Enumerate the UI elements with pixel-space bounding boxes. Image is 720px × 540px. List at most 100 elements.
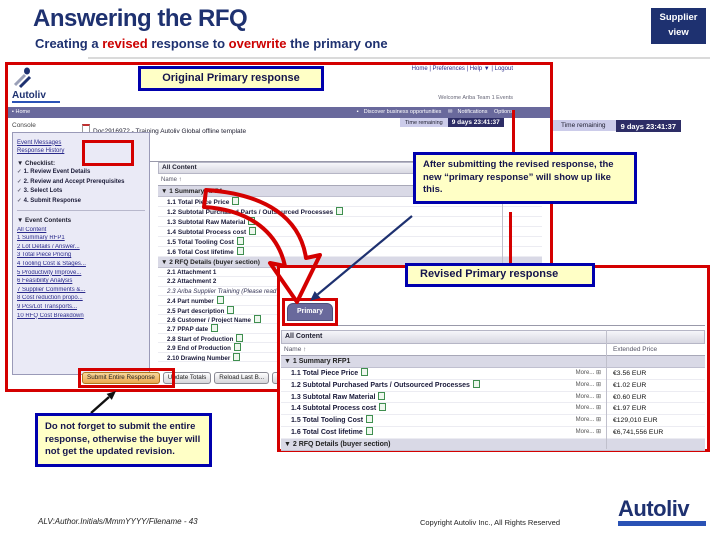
expand-icon[interactable]: ⊞	[595, 417, 601, 424]
table-row[interactable]: 1.2 Subtotal Purchased Parts / Outsource…	[281, 379, 705, 392]
primary-tab-highlight-2	[282, 298, 338, 326]
table-row[interactable]: 1.4 Subtotal Process cost	[158, 227, 542, 237]
sidebar-item-8[interactable]: 8 Cost reduction propo...	[17, 295, 83, 302]
sidebar-contents-title[interactable]: ▼ Event Contents	[17, 217, 72, 224]
black-arrow-line	[90, 396, 110, 414]
footer-reference: ALV:Author.Initials/MmmYYYY/Filename - 4…	[38, 517, 198, 526]
spreadsheet-icon[interactable]	[361, 368, 369, 376]
sidebar-item-3[interactable]: 3 Total Piece Pricing	[17, 252, 72, 259]
discover-icon: ▪	[356, 109, 359, 115]
expand-icon[interactable]: ⊞	[595, 428, 601, 435]
table-row[interactable]: 1.5 Total Tooling Cost	[158, 237, 542, 247]
spreadsheet-icon[interactable]	[378, 391, 386, 400]
more-link[interactable]: More... ⊞	[575, 393, 601, 400]
sidebar-item-1[interactable]: 1 Summary RFP1	[17, 235, 65, 242]
spreadsheet-icon[interactable]	[236, 247, 244, 255]
check-icon: ✓	[17, 188, 22, 194]
spreadsheet-icon[interactable]	[216, 296, 224, 305]
sidebar-link-event-messages[interactable]: Event Messages	[17, 139, 62, 146]
expand-icon[interactable]: ⊞	[595, 370, 601, 376]
content-table-2: All Content Name ↑ Extended Price ▼ 1 Su…	[281, 330, 705, 451]
autoliv-logo-text: Autoliv	[618, 496, 690, 521]
sidebar-divider	[17, 210, 145, 211]
nav-options[interactable]: Options	[494, 109, 513, 115]
checklist-item-1[interactable]: ✓1. Review Event Details	[17, 169, 91, 175]
price-cell: €6,741,556 EUR	[613, 428, 664, 436]
spreadsheet-icon[interactable]	[366, 415, 374, 424]
checklist-item-2[interactable]: ✓2. Review and Accept Prerequisites	[17, 178, 125, 185]
sidebar-item-9[interactable]: 9 Pcs/Lot Transports...	[17, 303, 78, 310]
col-name-2[interactable]: Name ↑	[284, 346, 307, 353]
table-row[interactable]: 1.3 Subtotal Raw Material	[158, 217, 542, 227]
spreadsheet-icon[interactable]	[472, 379, 480, 388]
callout-connector-top	[512, 110, 515, 152]
reload-last-bid-button[interactable]: Reload Last B...	[214, 372, 270, 384]
expand-icon[interactable]: ⊞	[595, 405, 601, 412]
spreadsheet-icon[interactable]	[236, 333, 244, 342]
spreadsheet-icon[interactable]	[365, 426, 373, 435]
submit-button-highlight	[78, 368, 175, 388]
spreadsheet-icon[interactable]	[236, 237, 244, 245]
table-row[interactable]: 1.2 Subtotal Purchased Parts / Outsource…	[158, 207, 542, 217]
spreadsheet-icon[interactable]	[232, 197, 240, 205]
app-top-links[interactable]: Home | Preferences | Help ▼ | Logout	[411, 66, 513, 72]
callout-connector	[509, 212, 512, 266]
table-row[interactable]: 1.6 Total Cost lifetime	[158, 247, 542, 257]
spreadsheet-icon[interactable]	[336, 207, 344, 215]
sidebar-item-4[interactable]: 4 Tooling Cost & Stages...	[17, 260, 86, 267]
sidebar-item-5[interactable]: 5 Productivity Improve...	[17, 269, 82, 276]
spreadsheet-icon[interactable]	[379, 403, 387, 412]
more-link[interactable]: More... ⊞	[575, 417, 601, 424]
check-icon: ✓	[17, 197, 22, 204]
more-link[interactable]: More... ⊞	[575, 428, 601, 435]
black-arrow-head	[106, 391, 116, 400]
spreadsheet-icon[interactable]	[248, 217, 256, 225]
more-link[interactable]: More... ⊞	[575, 405, 601, 412]
nav-home[interactable]: Home	[15, 109, 31, 115]
spreadsheet-icon[interactable]	[233, 343, 241, 352]
app-sidebar: Event Messages Response History ▼ Checkl…	[12, 132, 150, 375]
nav-discover[interactable]: Discover business opportunities	[363, 109, 442, 115]
submit-entire-response-button[interactable]: Submit Entire Response	[82, 372, 160, 384]
sidebar-item-all-content[interactable]: All Content	[17, 226, 47, 233]
check-icon: ✓	[17, 169, 22, 175]
spreadsheet-icon[interactable]	[233, 352, 241, 361]
sidebar-item-2[interactable]: 2 Lot Details / Answer...	[17, 243, 80, 250]
table-section-row[interactable]: ▼ 1 Summary RFP1	[281, 356, 705, 368]
spreadsheet-icon[interactable]	[253, 314, 261, 323]
page-title: Answering the RFQ	[33, 5, 248, 32]
more-link[interactable]: More... ⊞	[575, 381, 601, 388]
table-section-row[interactable]: ▼ 1 Summary RFP1	[158, 186, 542, 197]
spreadsheet-icon[interactable]	[211, 324, 219, 333]
sidebar-item-10[interactable]: 10 RFQ Cost Breakdown	[17, 312, 84, 319]
price-cell: €1.02 EUR	[613, 381, 647, 389]
autoliv-logo: Autoliv	[618, 498, 706, 526]
nav-notifications[interactable]: Notifications	[457, 109, 488, 115]
spreadsheet-icon[interactable]	[249, 227, 257, 235]
price-cell: €0.60 EUR	[613, 393, 647, 401]
supplier-view-badge: Supplier view	[651, 8, 706, 44]
checklist-item-4[interactable]: ✓4. Submit Response	[17, 197, 81, 204]
expand-icon[interactable]: ⊞	[595, 381, 601, 388]
sidebar-item-7[interactable]: 7 Supplier Comments &...	[17, 286, 86, 293]
tab-divider-2	[282, 325, 705, 326]
autoliv-app-logo: Autoliv	[12, 67, 60, 103]
primary-tab-highlight	[82, 140, 134, 166]
update-totals-button[interactable]: Update Totals	[162, 372, 212, 384]
sidebar-item-6[interactable]: 6 Feasibility Analysis	[17, 278, 73, 285]
table-section-row[interactable]: ▼ 2 RFQ Details (buyer section)	[281, 438, 705, 451]
col-extended-price[interactable]: Extended Price	[613, 346, 658, 353]
home-icon: ▪	[12, 109, 14, 115]
checklist-item-3[interactable]: ✓3. Select Lots	[17, 188, 63, 194]
expand-icon[interactable]: ⊞	[595, 393, 601, 400]
sidebar-checklist-title[interactable]: ▼ Checklist:	[17, 160, 56, 167]
col-name[interactable]: Name ↑	[161, 177, 182, 183]
spreadsheet-icon[interactable]	[227, 305, 235, 314]
more-link[interactable]: More... ⊞	[575, 370, 601, 376]
sidebar-link-response-history[interactable]: Response History	[17, 148, 65, 154]
